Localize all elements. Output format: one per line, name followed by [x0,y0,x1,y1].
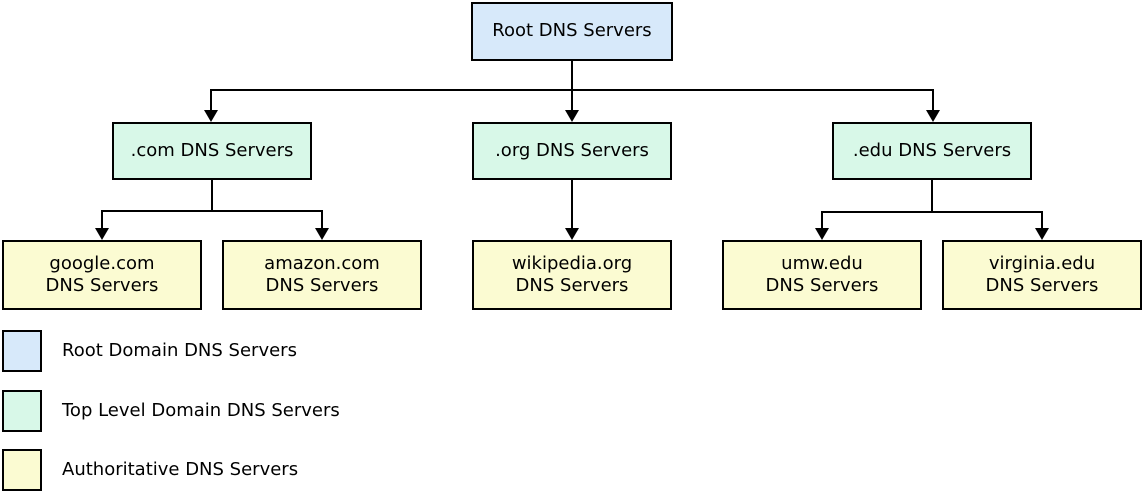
legend-swatch-authoritative [2,449,42,491]
arrowhead-google [95,228,109,240]
arrowhead-org [565,110,579,122]
node-label: .com DNS Servers [130,139,294,161]
node-label: .edu DNS Servers [852,139,1012,161]
node-label: Root DNS Servers [492,20,652,42]
node-label: .org DNS Servers [495,139,649,161]
node-google-dns-servers: google.com DNS Servers [2,240,202,310]
node-label-line1: virginia.edu [988,252,1096,274]
node-org-dns-servers: .org DNS Servers [472,122,672,180]
node-wikipedia-dns-servers: wikipedia.org DNS Servers [472,240,672,310]
arrowhead-amazon [315,228,329,240]
legend-label-root-domain: Root Domain DNS Servers [62,340,297,361]
node-label: virginia.edu DNS Servers [986,253,1099,298]
node-label: umw.edu DNS Servers [766,253,879,298]
node-label-line2: DNS Servers [985,275,1099,296]
node-edu-dns-servers: .edu DNS Servers [832,122,1032,180]
node-label-line1: umw.edu [781,252,863,274]
node-umw-dns-servers: umw.edu DNS Servers [722,240,922,310]
node-label: wikipedia.org DNS Servers [512,253,632,298]
node-label-line1: wikipedia.org [511,252,633,274]
node-label-line2: DNS Servers [45,275,159,296]
arrowhead-edu [926,110,940,122]
node-root-dns-servers: Root DNS Servers [471,2,673,61]
arrowhead-wikipedia [565,228,579,240]
edge-com-bus [101,210,323,229]
node-amazon-dns-servers: amazon.com DNS Servers [222,240,422,310]
arrowhead-umw [815,228,829,240]
edge-edu-bus [821,211,1043,229]
legend-label-top-level-domain: Top Level Domain DNS Servers [62,400,340,421]
arrowhead-virginia [1035,228,1049,240]
arrowhead-com [204,110,218,122]
node-label-line1: amazon.com [264,252,380,274]
node-label-line2: DNS Servers [515,275,629,296]
node-label-line2: DNS Servers [765,275,879,296]
legend-swatch-root-domain [2,330,42,372]
legend-swatch-top-level-domain [2,390,42,432]
edge-root-bus [210,89,934,111]
legend-label-authoritative: Authoritative DNS Servers [62,459,299,480]
node-virginia-dns-servers: virginia.edu DNS Servers [942,240,1142,310]
node-com-dns-servers: .com DNS Servers [112,122,312,180]
node-label-line2: DNS Servers [265,275,379,296]
node-label: google.com DNS Servers [46,253,159,298]
connector-lines [101,61,1043,229]
connector-arrows [95,61,1049,240]
node-label: amazon.com DNS Servers [264,253,380,298]
arrowheads [95,110,1049,240]
node-label-line1: google.com [49,252,155,274]
